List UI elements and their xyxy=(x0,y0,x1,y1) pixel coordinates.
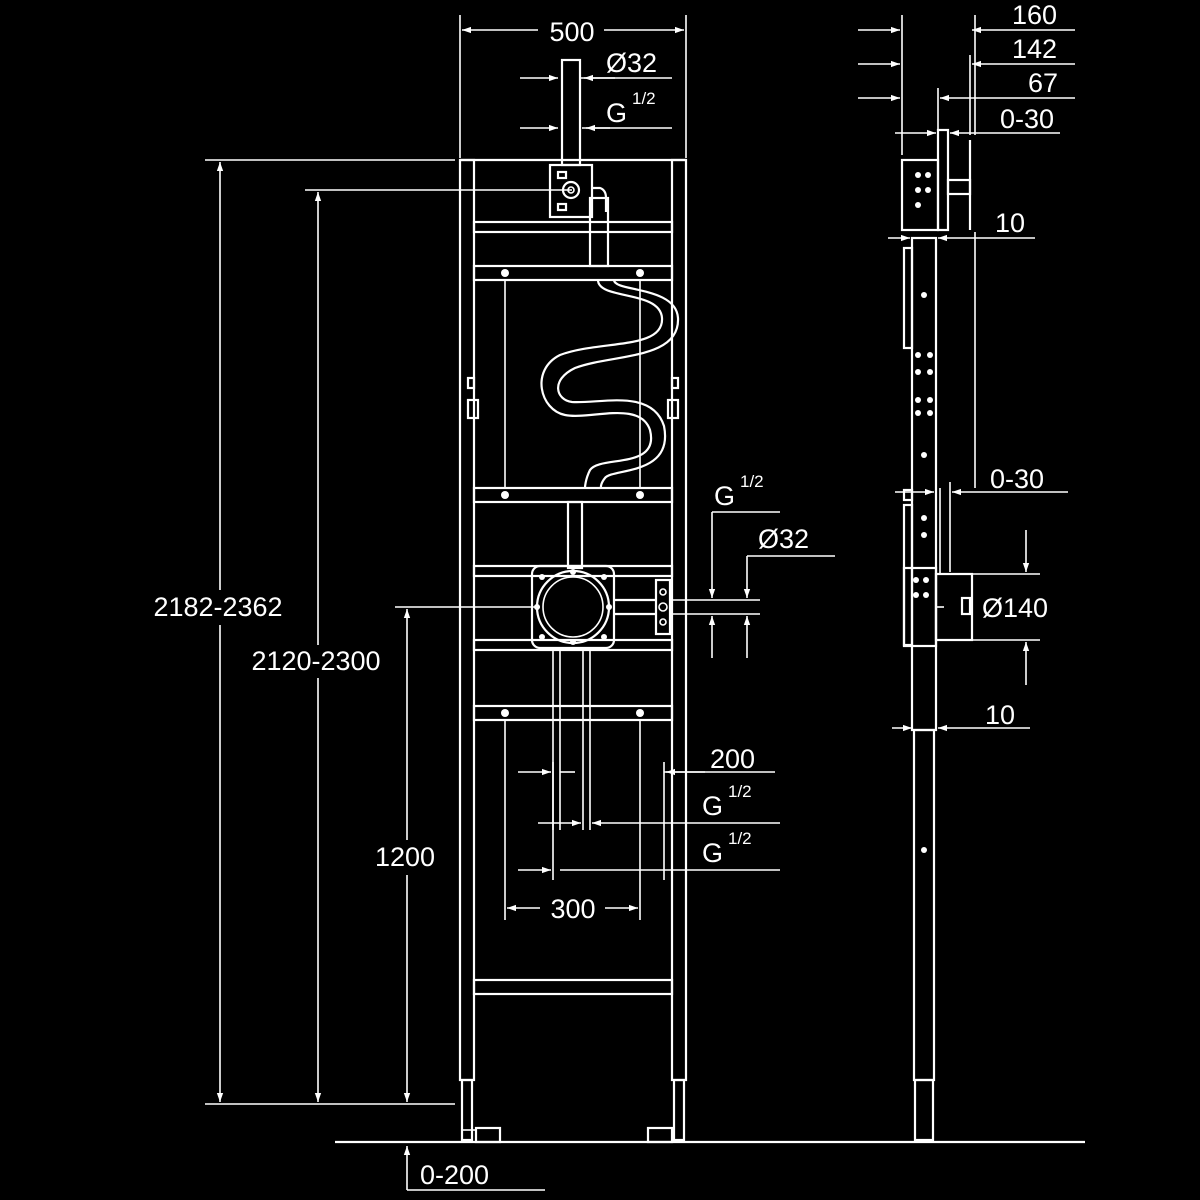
lower-thread-2-frac: 1/2 xyxy=(728,829,752,848)
spacing-200-label: 200 xyxy=(710,744,755,774)
adjust-mid-label: 0-30 xyxy=(990,464,1044,494)
gap-bottom-label: 10 xyxy=(985,700,1015,730)
inner-height-label: 2120-2300 xyxy=(251,646,380,676)
box-diameter-label: Ø140 xyxy=(982,593,1048,623)
floor-adjust-label: 0-200 xyxy=(420,1160,489,1190)
dim-160: 160 xyxy=(1012,0,1057,30)
side-view-frame xyxy=(900,128,976,1142)
lower-thread-1-frac: 1/2 xyxy=(728,782,752,801)
mid-thread-label: G xyxy=(714,481,735,511)
spacing-300-label: 300 xyxy=(550,894,595,924)
dim-67: 67 xyxy=(1028,68,1058,98)
width-label: 500 xyxy=(549,17,594,47)
front-view-frame xyxy=(458,158,688,1144)
top-thread-label: G xyxy=(606,98,627,128)
adjust-top-label: 0-30 xyxy=(1000,104,1054,134)
side-dimensions: 160 142 67 0-30 10 0-30 Ø140 xyxy=(858,0,1075,732)
lower-thread-1-label: G xyxy=(702,791,723,821)
front-dimensions: 500 Ø32 G 1/2 2182-2362 2120-2300 1200 xyxy=(153,14,835,1191)
top-pipe-diameter: Ø32 xyxy=(606,48,657,78)
lower-thread-2-label: G xyxy=(702,838,723,868)
top-connection xyxy=(548,58,610,268)
mid-pipe-diameter: Ø32 xyxy=(758,524,809,554)
dim-142: 142 xyxy=(1012,34,1057,64)
mid-thread-frac: 1/2 xyxy=(740,472,764,491)
flexible-hose xyxy=(540,279,680,570)
center-height-label: 1200 xyxy=(375,842,435,872)
top-thread-frac: 1/2 xyxy=(632,89,656,108)
total-height-label: 2182-2362 xyxy=(153,592,282,622)
gap-top-label: 10 xyxy=(995,208,1025,238)
